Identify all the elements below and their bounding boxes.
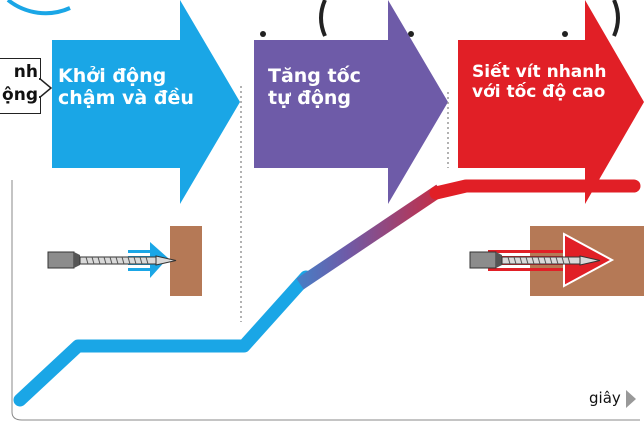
header-badge-outline <box>6 0 71 16</box>
speed-curve-top <box>429 179 641 200</box>
stage-arrow-2 <box>254 0 448 204</box>
mode-label-line1: nh <box>13 62 38 82</box>
stage-1-line2: chậm và đều <box>58 86 194 109</box>
stage-2-line2: tự động <box>268 86 352 109</box>
stage-1-line1: Khởi động <box>58 65 167 87</box>
mode-box-pointer <box>39 78 53 98</box>
x-axis-unit-label: giây <box>589 389 621 407</box>
seconds-arrow-icon <box>626 390 636 408</box>
speed-curve-ramp <box>296 184 444 290</box>
stage-3-label: Siết vít nhanh với tốc độ cao <box>472 62 632 102</box>
stage-1-label: Khởi động chậm và đều <box>58 65 228 110</box>
stage-arrow-1 <box>52 0 240 204</box>
stage-3-line2: với tốc độ cao <box>472 81 606 102</box>
mode-label-line2: ộng <box>2 84 38 105</box>
header-title-fragment <box>260 0 620 37</box>
speed-curve-start <box>13 270 313 407</box>
stage-arrow-3 <box>458 0 644 204</box>
stage-2-line1: Tăng tốc <box>268 65 361 87</box>
screw-3 <box>469 232 615 288</box>
mode-label-box: nh ộng <box>0 58 41 114</box>
chart-frame <box>11 180 640 421</box>
stage-2-label: Tăng tốc tự động <box>268 65 408 110</box>
stage-3-line1: Siết vít nhanh <box>472 62 607 82</box>
screw-1 <box>47 242 177 278</box>
